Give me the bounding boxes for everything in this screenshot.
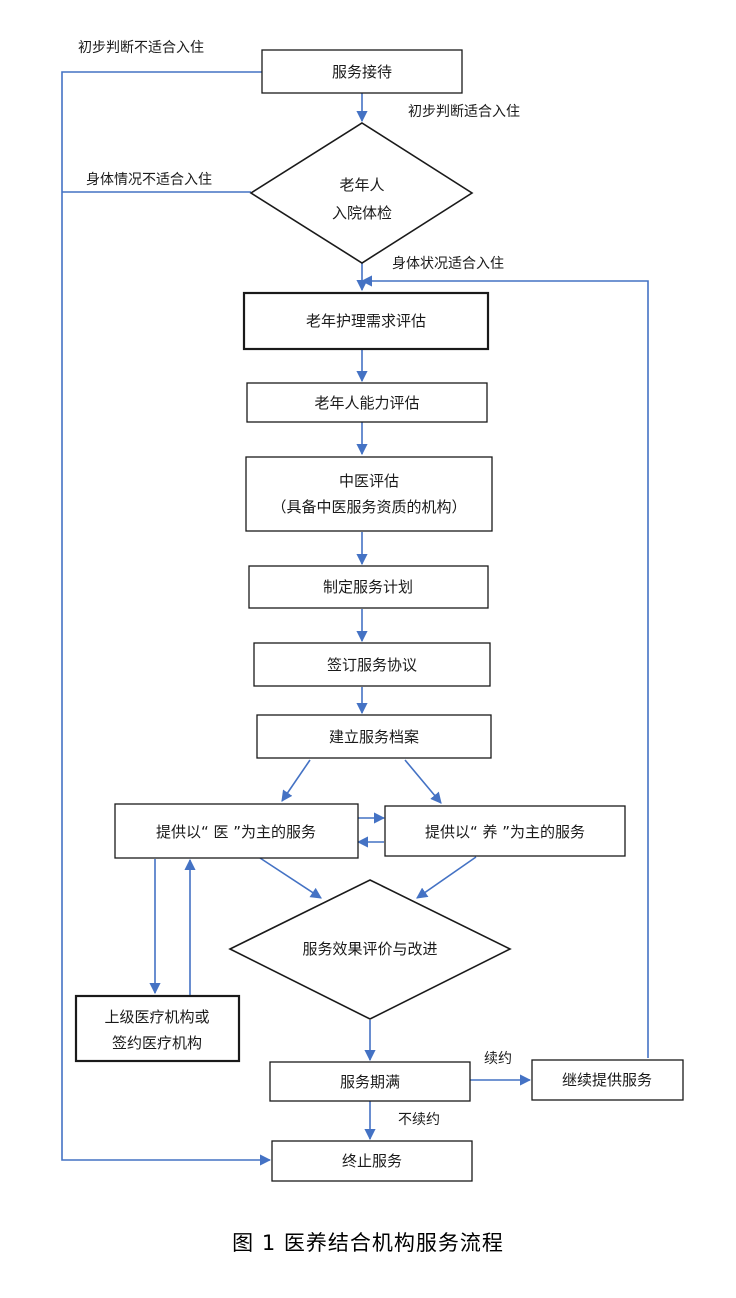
node-higher-line1: 上级医疗机构或 [104, 1008, 209, 1026]
edge-label-body-unsuitable: 身体情况不适合入住 [86, 172, 212, 188]
node-continue: 继续提供服务 [531, 1059, 684, 1101]
node-agreement-label: 签订服务协议 [327, 656, 417, 674]
node-expire: 服务期满 [269, 1061, 471, 1102]
connectors [61, 71, 649, 1166]
node-higher-line2: 签约医疗机构 [112, 1034, 202, 1052]
node-evaluation-label: 服务效果评价与改进 [302, 940, 437, 958]
node-terminate-label: 终止服务 [342, 1152, 402, 1170]
node-expire-label: 服务期满 [340, 1073, 400, 1091]
arrow-reception-unsuitable [61, 71, 272, 1166]
node-evaluation: 服务效果评价与改进 [228, 879, 512, 1020]
node-terminate: 终止服务 [271, 1140, 473, 1182]
node-care-needs: 老年护理需求评估 [242, 291, 490, 351]
node-reception-label: 服务接待 [332, 63, 392, 81]
node-archive-label: 建立服务档案 [329, 728, 419, 746]
node-elder-checkup-line2: 入院体检 [332, 204, 392, 222]
node-care-service-label: 提供以“ 养 ”为主的服务 [425, 823, 585, 841]
edge-label-prelim-unsuitable: 初步判断不适合入住 [78, 39, 204, 56]
node-care-service: 提供以“ 养 ”为主的服务 [384, 805, 626, 857]
arrow-care-to-evaluation [416, 856, 477, 899]
node-tcm-line2: （具备中医服务资质的机构） [271, 498, 466, 516]
node-tcm: 中医评估 （具备中医服务资质的机构） [245, 456, 493, 532]
node-elder-checkup-line1: 老年人 [339, 176, 384, 194]
node-plan: 制定服务计划 [248, 565, 489, 609]
node-continue-label: 继续提供服务 [562, 1071, 652, 1089]
node-medical-service: 提供以“ 医 ”为主的服务 [114, 803, 359, 859]
node-reception: 服务接待 [261, 49, 463, 94]
node-tcm-line1: 中医评估 [339, 472, 399, 490]
node-ability: 老年人能力评估 [246, 382, 488, 423]
node-medical-service-label: 提供以“ 医 ”为主的服务 [156, 823, 316, 841]
arrow-archive-to-care [404, 759, 442, 804]
node-plan-label: 制定服务计划 [323, 578, 413, 596]
node-higher-institution: 上级医疗机构或 签约医疗机构 [74, 994, 241, 1063]
node-care-needs-label: 老年护理需求评估 [306, 312, 426, 330]
figure-caption: 图 1 医养结合机构服务流程 [232, 1231, 504, 1255]
node-archive: 建立服务档案 [256, 714, 492, 759]
arrow-continue-to-care-needs [360, 275, 649, 1058]
arrow-archive-to-medical [281, 759, 311, 802]
edge-label-prelim-suitable: 初步判断适合入住 [408, 103, 520, 120]
node-agreement: 签订服务协议 [253, 642, 491, 687]
node-ability-label: 老年人能力评估 [314, 394, 419, 412]
edge-label-no-renew: 不续约 [398, 1111, 440, 1128]
edge-label-renew: 续约 [484, 1050, 512, 1067]
edge-label-body-suitable: 身体状况适合入住 [392, 256, 504, 272]
node-elder-checkup: 老年人 入院体检 [249, 122, 474, 264]
arrow-medical-to-evaluation [259, 857, 322, 899]
